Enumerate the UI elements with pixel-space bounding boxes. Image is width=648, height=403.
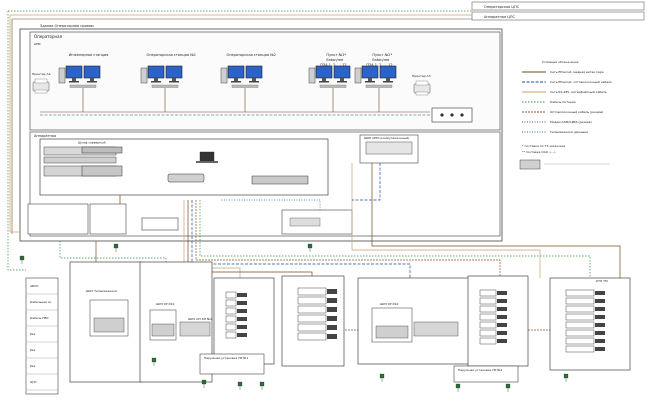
site-label-4: ШКУ КП №2 bbox=[380, 302, 399, 306]
printer-right: Принтер А3 bbox=[412, 74, 431, 96]
left-list-item: Кабель ПВС bbox=[30, 316, 49, 320]
server-room-title: Аппаратная bbox=[34, 134, 56, 138]
site-label-3: ШКУ ОП КП №2 bbox=[188, 317, 212, 321]
site-label-1: ШКУ Телемеханика bbox=[86, 289, 117, 293]
workstation-2: Операторская станция №1 bbox=[140, 53, 196, 112]
printer-left-label: Принтер А4 bbox=[32, 72, 51, 76]
legend-note-2: ** поставка ОАО «...» bbox=[522, 150, 556, 154]
outdoor-1 bbox=[199, 353, 265, 375]
site-label-2: ШКУ КП №1 bbox=[156, 302, 175, 306]
terminal-markers bbox=[19, 243, 569, 392]
legend-item-label: Сеть Ethernet, медная витая пара bbox=[550, 70, 604, 74]
legend-item-label: Модем GSM/GPRS (резерв) bbox=[550, 120, 592, 124]
top-box-operator-label: Операторская ЦПС bbox=[484, 5, 520, 9]
building-label: Здание Операторная промыс bbox=[40, 24, 94, 28]
workstation-1: Инженерная станция bbox=[58, 53, 109, 112]
legend-item-label: Сеть Ethernet, оптоволоконный кабель bbox=[550, 80, 612, 84]
workstation-label: Пульт №2* bbox=[372, 53, 392, 57]
site-label-5: КТП ТМ bbox=[596, 279, 608, 283]
workstation-label: ПЗА 1, 2, ... 12 bbox=[320, 63, 346, 67]
workstation-label: ПЗА 1, 2, ... 12 bbox=[366, 63, 392, 67]
operator-room bbox=[29, 31, 501, 131]
workstations: Инженерная станция Операторская станция №… bbox=[40, 53, 430, 116]
cabinet-left-3 bbox=[141, 217, 179, 231]
legend-title: Условные обозначения bbox=[542, 60, 579, 64]
left-list-item: Рез. bbox=[30, 348, 36, 352]
left-list-item: АБОС bbox=[30, 284, 39, 288]
legend-item-label: Кабель питания bbox=[550, 100, 576, 104]
outdoor-1-label: Наружная установка ПР №1 bbox=[204, 356, 248, 360]
outdoor-2 bbox=[453, 365, 519, 383]
cabinet-left-1 bbox=[27, 203, 89, 235]
site-equipment bbox=[89, 299, 459, 343]
server-cabinet-label: Шкаф серверный bbox=[78, 141, 106, 145]
legend: Условные обозначения Сеть Ethernet, медн… bbox=[519, 60, 612, 170]
workstation-label: Инженерная станция bbox=[69, 53, 109, 57]
workstation-3: Операторская станция №2 bbox=[220, 53, 276, 112]
top-box-operator bbox=[471, 1, 645, 11]
legend-item-label: Сеть RS-485, интерфейсный кабель bbox=[550, 90, 607, 94]
top-box-server-label: Аппаратная ЦПС bbox=[484, 15, 516, 19]
legend-item-label: Оптоволоконный кабель (резерв) bbox=[550, 110, 603, 114]
left-list-item: Рез. bbox=[30, 364, 36, 368]
left-list-frame bbox=[25, 277, 59, 395]
left-list-item: Рез. bbox=[30, 332, 36, 336]
workstation-label: Операторская станция №2 bbox=[226, 53, 276, 57]
operator-room-subtitle: АРМ bbox=[34, 42, 41, 46]
left-list-item: ЦПС bbox=[30, 380, 37, 384]
operator-room-title: Операторная bbox=[34, 34, 63, 39]
cabinet-left-2 bbox=[89, 203, 127, 235]
printer-left: Принтер А4 bbox=[32, 72, 51, 94]
left-list-item: Кабельная ш. bbox=[30, 300, 52, 304]
legend-note-1: * поставка по ТЗ заказчика bbox=[522, 144, 566, 148]
legend-item-label: Телемеханика (данные) bbox=[549, 130, 588, 134]
server-units bbox=[43, 146, 309, 185]
workstation-label: Eaton/ree bbox=[372, 58, 389, 62]
site-6 bbox=[467, 275, 529, 367]
printer-right-label: Принтер А3 bbox=[412, 74, 431, 78]
outdoor-2-label: Наружная установка ПР №2 bbox=[458, 368, 502, 372]
switch-cabinet-label: ШКР АРМ (коммутационный) bbox=[364, 136, 409, 140]
field-cabling bbox=[7, 163, 621, 331]
workstation-label: Пульт №1* bbox=[326, 53, 346, 57]
workstation-label: Операторская станция №1 bbox=[146, 53, 196, 57]
top-box-server bbox=[471, 11, 645, 21]
workstation-label: Eaton/ree bbox=[326, 58, 343, 62]
